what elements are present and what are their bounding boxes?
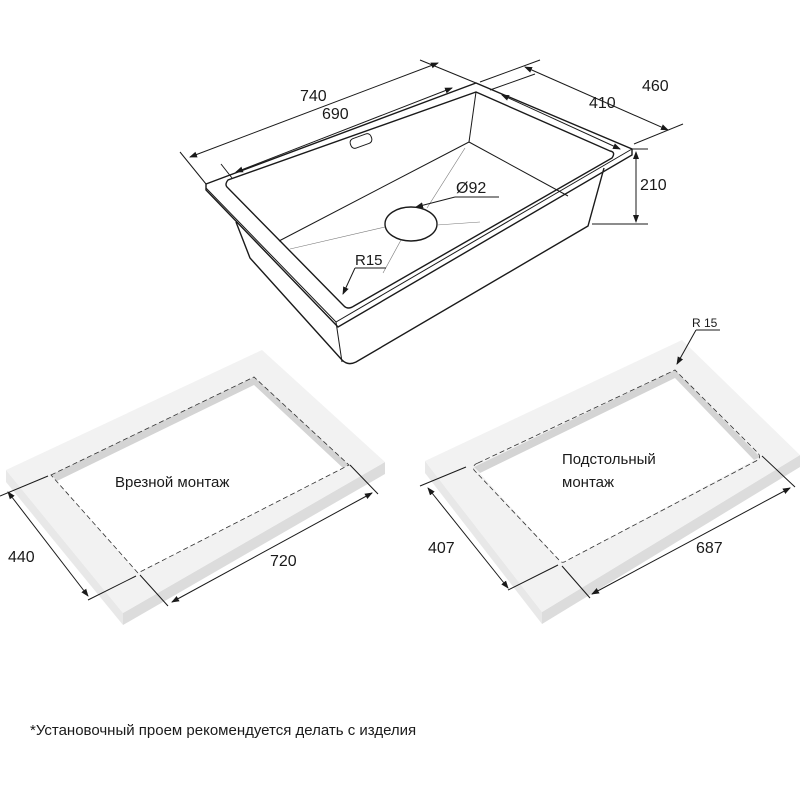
sink-bowl-bottom xyxy=(278,141,569,242)
sink-body-edge xyxy=(335,321,343,363)
undermount-radius-dim: R 15 xyxy=(692,316,718,330)
inset-mount-diagram: Врезной монтаж 440 720 xyxy=(0,350,385,625)
inset-width-dim: 440 xyxy=(8,549,35,566)
inset-length-dim: 720 xyxy=(270,553,297,570)
undermount-length-dim: 687 xyxy=(696,540,723,557)
undermount-width-dim: 407 xyxy=(428,540,455,557)
dimension-lines xyxy=(179,59,684,295)
inset-mount-label: Врезной монтаж xyxy=(115,474,229,491)
dim-drain: Ø92 xyxy=(456,180,486,197)
cutout-outline xyxy=(473,369,760,563)
cutout-outline xyxy=(50,376,350,574)
footer-note: *Установочный проем рекомендуется делать… xyxy=(30,722,417,739)
undermount-label-line2: монтаж xyxy=(562,474,614,491)
sink-bowl-back-corner xyxy=(468,91,477,143)
countertop-slab xyxy=(425,340,800,612)
dim-depth: 210 xyxy=(640,177,667,194)
sink-rim-line xyxy=(205,148,633,323)
dim-radius: R15 xyxy=(355,252,383,269)
drain-slope-lines xyxy=(289,147,481,274)
dim-outer-width: 460 xyxy=(642,78,669,95)
undermount-label-line1: Подстольный xyxy=(562,451,656,468)
sink-isometric: 740 690 460 410 210 Ø92 R15 xyxy=(179,59,684,365)
sink-bowl-top xyxy=(225,91,615,309)
undermount-diagram: R 15 Подстольный монтаж 407 687 xyxy=(419,316,800,624)
countertop-slab xyxy=(6,350,385,613)
sink-rim-outer xyxy=(205,82,633,328)
drain-hole xyxy=(384,206,438,242)
dim-inner-width: 410 xyxy=(589,95,616,112)
dim-outer-length: 740 xyxy=(300,88,327,105)
dim-inner-length: 690 xyxy=(322,106,349,123)
